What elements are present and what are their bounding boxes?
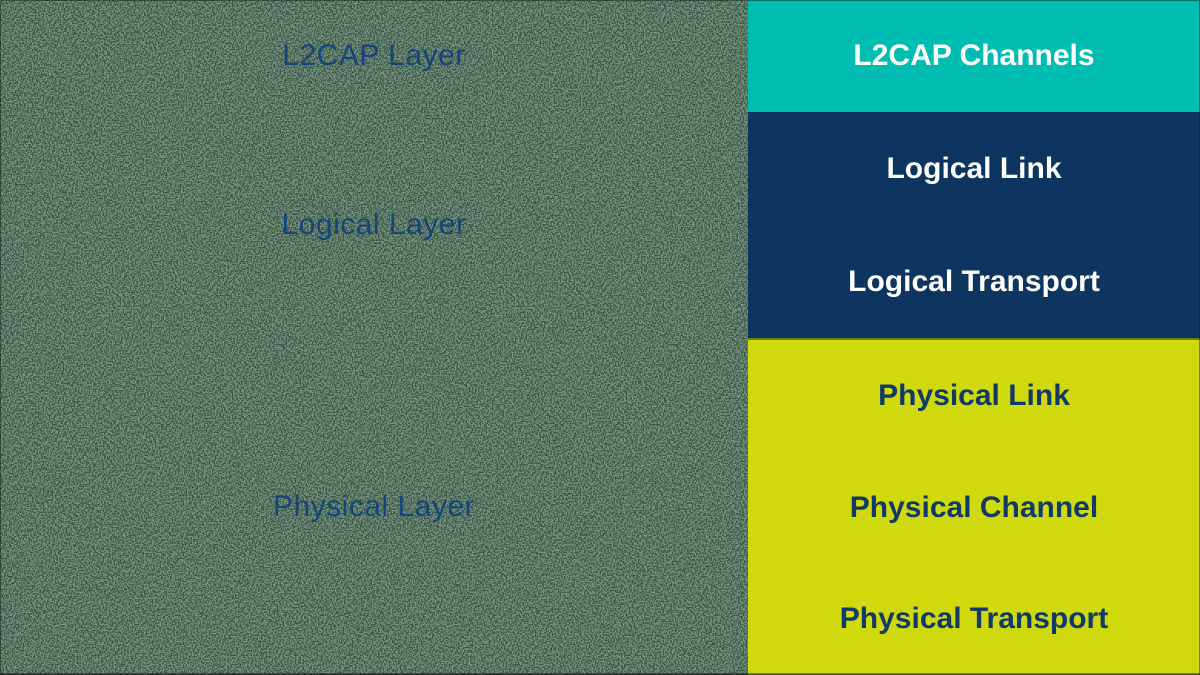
- row-physical-transport: Physical Transport: [748, 563, 1200, 675]
- layer-row-physical: Physical Layer: [0, 338, 748, 675]
- layer-label-l2cap: L2CAP Layer: [282, 39, 466, 72]
- row-physical-channel: Physical Channel: [748, 452, 1200, 564]
- label-logical-link: Logical Link: [886, 151, 1062, 185]
- label-physical-transport: Physical Transport: [839, 602, 1109, 636]
- row-logical-link: Logical Link: [748, 112, 1200, 225]
- label-logical-transport: Logical Transport: [848, 264, 1100, 298]
- layer-label-physical: Physical Layer: [272, 489, 476, 523]
- row-logical-transport: Logical Transport: [748, 225, 1200, 338]
- row-physical-link: Physical Link: [748, 340, 1200, 452]
- layer-row-l2cap: L2CAP Layer: [0, 0, 748, 112]
- layer-labels-panel: L2CAP Layer Logical Layer Physical Layer: [0, 0, 748, 675]
- block-l2cap-channels: L2CAP Channels: [748, 0, 1200, 112]
- label-physical-link: Physical Link: [878, 378, 1070, 412]
- block-physical-layer: Physical Link Physical Channel Physical …: [748, 338, 1200, 675]
- layer-label-logical: Logical Layer: [281, 208, 467, 241]
- architecture-stack: L2CAP Channels Logical Link Logical Tran…: [748, 0, 1200, 675]
- label-l2cap-channels: L2CAP Channels: [853, 39, 1095, 72]
- row-l2cap-channels: L2CAP Channels: [748, 0, 1200, 112]
- layer-row-logical: Logical Layer: [0, 112, 748, 338]
- label-physical-channel: Physical Channel: [849, 490, 1099, 524]
- block-logical-layer: Logical Link Logical Transport: [748, 112, 1200, 338]
